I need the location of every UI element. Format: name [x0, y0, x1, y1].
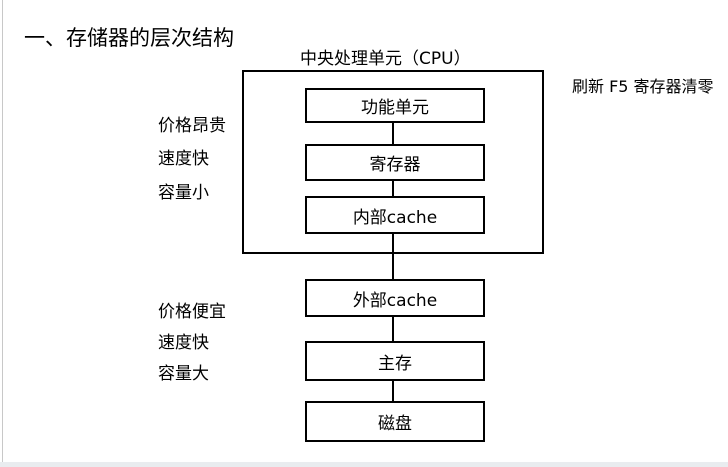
window-left-border	[2, 0, 3, 467]
node-main-memory: 主存	[305, 341, 485, 381]
cpu-label: 中央处理单元（CPU）	[300, 49, 471, 69]
note-large-capacity: 容量大	[158, 364, 209, 384]
note-fast-top: 速度快	[158, 149, 209, 169]
node-external-cache: 外部cache	[305, 279, 485, 317]
connector-main-memory-to-disk	[392, 380, 394, 402]
node-functional-unit: 功能单元	[305, 88, 485, 123]
connector-internal-to-external-cache	[392, 233, 394, 280]
connector-functional-to-register	[392, 121, 394, 146]
window-bottom-strip	[0, 462, 728, 467]
note-cheap: 价格便宜	[158, 302, 226, 322]
node-internal-cache: 内部cache	[305, 196, 485, 234]
page-title: 一、存储器的层次结构	[24, 26, 234, 50]
note-expensive: 价格昂贵	[158, 116, 226, 136]
connector-register-to-internal-cache	[392, 180, 394, 197]
refresh-hint: 刷新 F5 寄存器清零	[572, 77, 714, 96]
node-register: 寄存器	[305, 144, 485, 181]
note-small-capacity: 容量小	[158, 183, 209, 203]
note-fast-bottom: 速度快	[158, 333, 209, 353]
connector-external-cache-to-main-memory	[392, 316, 394, 342]
node-disk: 磁盘	[305, 401, 485, 442]
